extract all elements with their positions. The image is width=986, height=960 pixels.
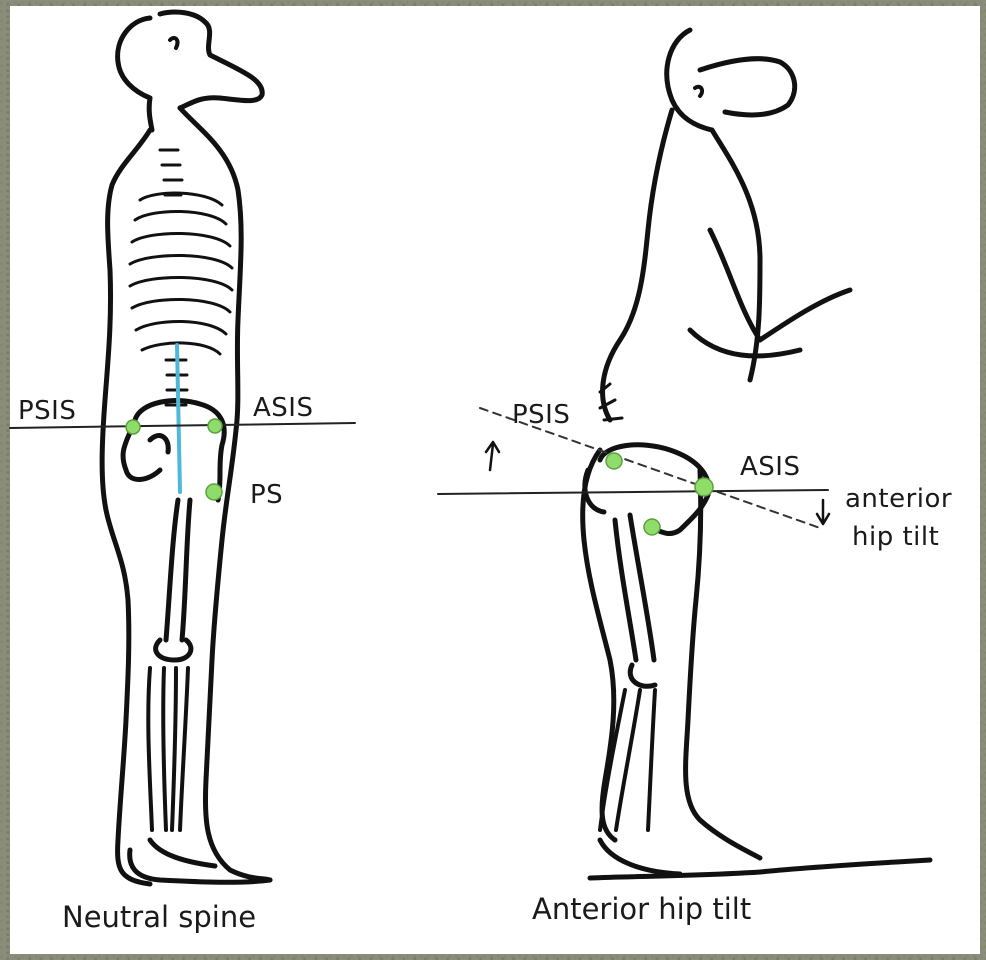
left-ps-dot <box>206 484 222 500</box>
left-asis-label: ASIS <box>253 393 313 423</box>
anterior-tilt-label-line1: anterior <box>845 484 952 514</box>
left-femur <box>156 500 191 660</box>
right-back-outline <box>583 110 672 840</box>
left-ps-label: PS <box>250 480 283 510</box>
left-asis-dot <box>208 419 222 433</box>
right-psis-dot <box>606 453 622 469</box>
left-spine-alignment-line <box>177 345 180 492</box>
left-back-outline <box>102 130 150 884</box>
right-femur <box>615 515 655 686</box>
left-head-outline <box>118 12 263 130</box>
neutral-spine-figure <box>10 12 355 884</box>
down-tilt-arrow <box>817 500 829 524</box>
right-horizontal-reference-line <box>438 490 828 494</box>
left-rib-cage <box>130 193 232 354</box>
right-psis-label: PSIS <box>512 400 570 430</box>
anterior-hip-tilt-caption: Anterior hip tilt <box>532 892 751 926</box>
right-arm <box>690 230 850 356</box>
anterior-tilt-label-line2: hip tilt <box>852 522 939 552</box>
left-psis-label: PSIS <box>18 396 76 426</box>
right-asis-dot <box>695 478 713 496</box>
left-psis-dot <box>126 420 140 434</box>
anterior-tilt-figure <box>438 30 930 878</box>
right-head-outline <box>667 30 795 130</box>
right-ps-dot <box>644 519 660 535</box>
right-asis-label: ASIS <box>740 452 800 482</box>
up-tilt-arrow <box>486 442 499 470</box>
left-lower-leg-bones <box>148 668 188 830</box>
neutral-spine-caption: Neutral spine <box>62 900 256 934</box>
